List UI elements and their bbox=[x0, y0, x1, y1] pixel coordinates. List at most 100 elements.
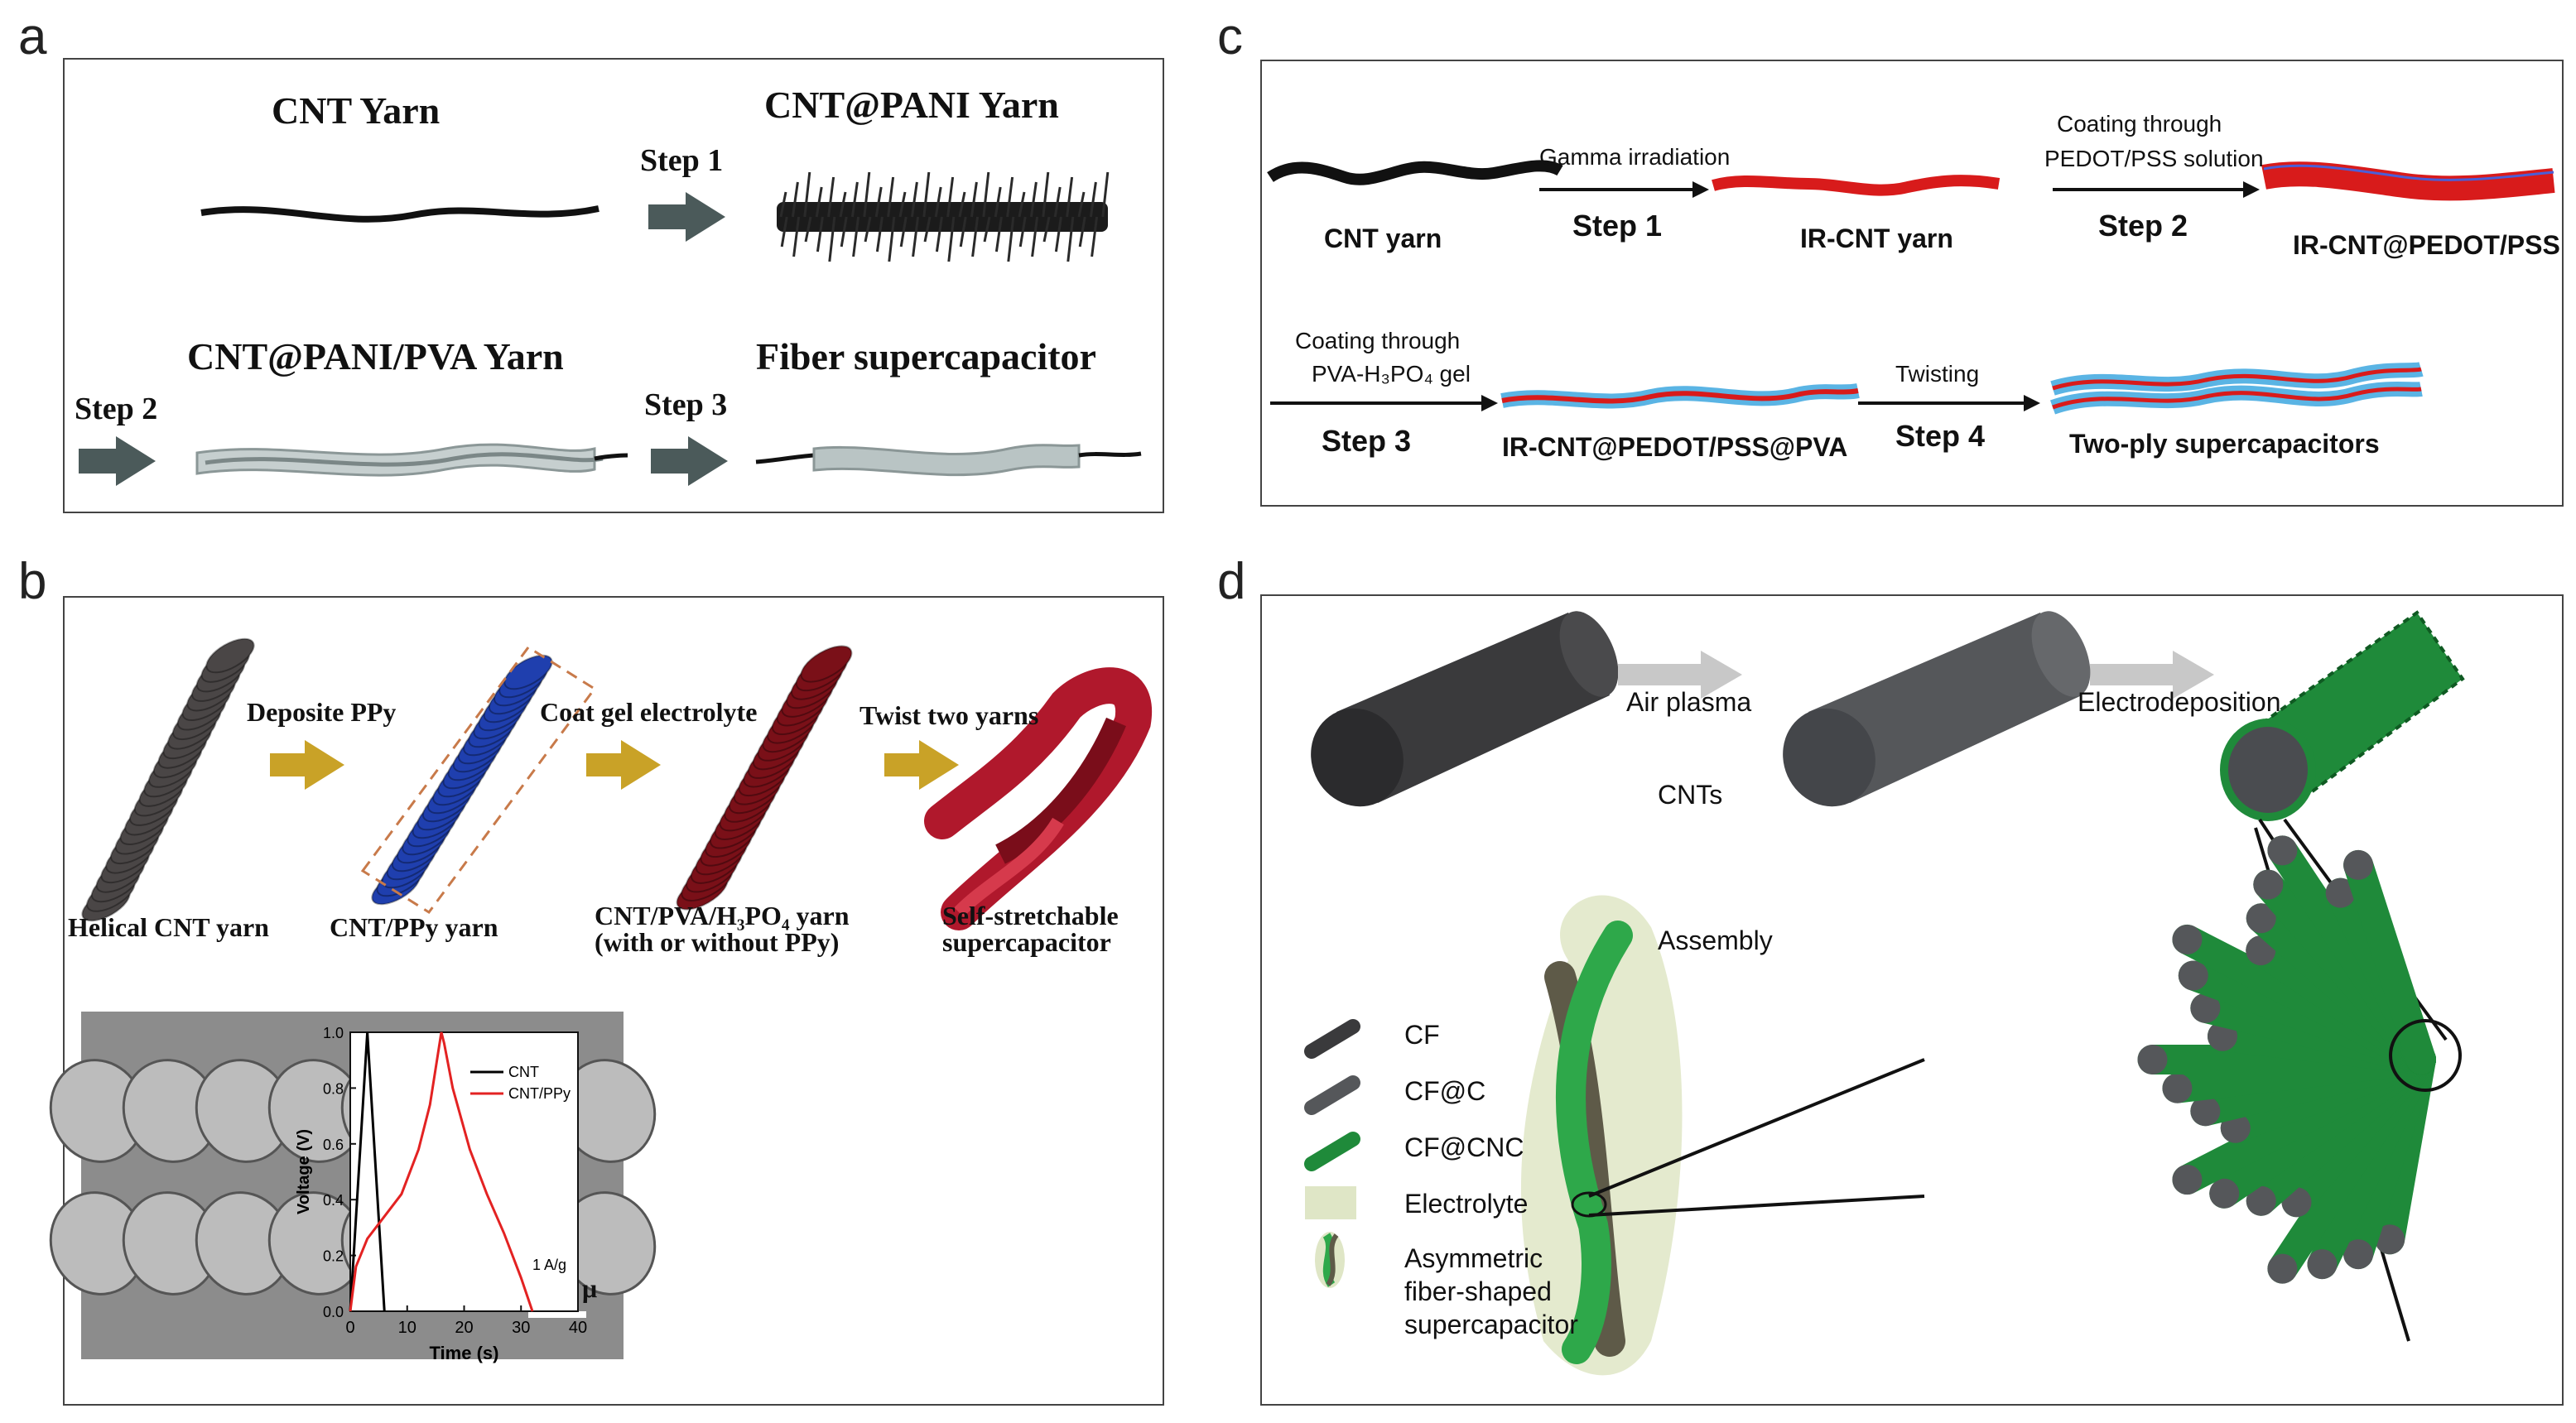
panel-d-letter: d bbox=[1217, 553, 1246, 610]
fiber-supercapacitor-graphic bbox=[755, 444, 1142, 477]
cf-cnc-icon bbox=[1304, 1132, 1360, 1171]
cf-cnc-rod-graphic bbox=[2220, 610, 2465, 821]
coating-pva-2: PVA-H₃PO₄ gel bbox=[1312, 361, 1471, 387]
step3-c-label: Step 3 bbox=[1322, 424, 1412, 458]
cnt-pani-yarn-graphic bbox=[777, 171, 1110, 262]
two-ply-label: Two-ply supercapacitors bbox=[2069, 429, 2380, 459]
x-axis-label: Time (s) bbox=[430, 1343, 499, 1363]
x-tick-label: 40 bbox=[569, 1319, 587, 1337]
deposite-ppy-label: Deposite PPy bbox=[247, 697, 397, 727]
x-tick-label: 20 bbox=[455, 1319, 473, 1337]
coating-pedot-1: Coating through bbox=[2057, 111, 2222, 137]
self-stretch-label-1: Self-stretchable bbox=[942, 901, 1119, 930]
panel-c-graphics bbox=[1267, 160, 2555, 415]
asym-label-2: fiber-shaped bbox=[1404, 1276, 1552, 1306]
ir-cnt-yarn-graphic bbox=[1712, 175, 2001, 196]
step2-label: Step 2 bbox=[75, 392, 158, 426]
ir-cnt-pedot-label: IR-CNT@PEDOT/PSS bbox=[2293, 230, 2560, 260]
cnt-ppy-yarn-graphic bbox=[371, 654, 553, 906]
y-tick-label: 0.2 bbox=[323, 1248, 344, 1265]
cnt-pani-yarn-label: CNT@PANI Yarn bbox=[764, 84, 1059, 126]
chart-frame bbox=[349, 1031, 579, 1312]
step1-c-label: Step 1 bbox=[1572, 209, 1663, 243]
fiber-supercapacitor-label: Fiber supercapacitor bbox=[756, 335, 1096, 377]
gamma-label: Gamma irradiation bbox=[1539, 144, 1731, 170]
cnt-pva-label-1: CNT/PVA/H₃PO₄ yarn bbox=[595, 901, 850, 930]
panel-a: CNT Yarn CNT@PANI Yarn Step 1 CNT@PANI/P… bbox=[63, 58, 1164, 513]
asymmetric-icon bbox=[1315, 1232, 1345, 1288]
asymmetric-device-graphic bbox=[1520, 895, 1683, 1376]
air-plasma-label: Air plasma bbox=[1626, 687, 1752, 717]
cnt-pva-yarn-graphic bbox=[676, 645, 853, 911]
cnt-yarn-c-label: CNT yarn bbox=[1324, 224, 1442, 253]
legend-label: CNT/PPy bbox=[508, 1085, 571, 1102]
self-stretchable-graphic bbox=[924, 667, 1153, 930]
electrolyte-icon bbox=[1305, 1186, 1356, 1219]
panel-b-letter: b bbox=[18, 553, 47, 610]
cnt-yarn-graphic bbox=[200, 205, 599, 223]
twisting-label: Twisting bbox=[1895, 361, 1980, 387]
ir-cnt-pedot-graphic bbox=[2261, 161, 2555, 201]
panel-c: Gamma irradiation Step 1 Coating through… bbox=[1260, 60, 2564, 507]
step3-label: Step 3 bbox=[644, 387, 728, 422]
assembly-label: Assembly bbox=[1658, 925, 1773, 955]
x-tick-label: 0 bbox=[345, 1319, 354, 1337]
scale-bar bbox=[528, 1311, 586, 1318]
cnt-pani-pva-yarn-label: CNT@PANI/PVA Yarn bbox=[187, 335, 564, 377]
twist-arrow bbox=[884, 740, 959, 790]
coat-gel-label: Coat gel electrolyte bbox=[540, 697, 758, 727]
step1-label: Step 1 bbox=[640, 143, 724, 178]
y-tick-label: 0.0 bbox=[323, 1304, 344, 1320]
cf-c-rod-graphic bbox=[1783, 611, 2091, 807]
deposit-arrow bbox=[270, 740, 344, 790]
device-line-2 bbox=[1588, 1195, 1925, 1217]
series-line-cnt-ppy bbox=[349, 1031, 534, 1312]
y-tick-label: 0.8 bbox=[323, 1080, 344, 1097]
cnt-pva-label-2: (with or without PPy) bbox=[595, 927, 840, 957]
self-stretch-label-2: supercapacitor bbox=[942, 927, 1111, 957]
panel-a-graphics bbox=[79, 171, 1142, 486]
cnts-label: CNTs bbox=[1658, 780, 1723, 810]
helical-cnt-label: Helical CNT yarn bbox=[68, 912, 269, 942]
panel-b: Deposite PPy Coat gel electrolyte Twist … bbox=[49, 596, 1164, 1406]
ir-cnt-yarn-label: IR-CNT yarn bbox=[1800, 224, 1953, 253]
fiber-bundle-graphic bbox=[2137, 835, 2436, 1284]
ir-cnt-pedot-pva-label: IR-CNT@PEDOT/PSS@PVA bbox=[1502, 432, 1848, 462]
panel-d-graphics bbox=[1304, 610, 2465, 1376]
panel-a-letter: a bbox=[18, 8, 47, 65]
legend-cf-cnc-label: CF@CNC bbox=[1404, 1132, 1524, 1162]
y-tick-label: 1.0 bbox=[323, 1025, 344, 1041]
zoom-circle bbox=[2389, 1019, 2462, 1092]
device-line-1 bbox=[1588, 1058, 1925, 1198]
cnt-yarn-c-graphic bbox=[1267, 160, 1563, 185]
coating-pedot-2: PEDOT/PSS solution bbox=[2044, 146, 2264, 171]
air-plasma-arrow bbox=[1618, 651, 1742, 699]
panel-d: Air plasma CNTs Electrodeposition Assemb… bbox=[1260, 594, 2564, 1406]
coating-pva-1: Coating through bbox=[1295, 328, 1461, 353]
x-tick-label: 10 bbox=[398, 1319, 416, 1337]
series-line-cnt bbox=[349, 1031, 386, 1312]
cnt-pani-pva-yarn-graphic bbox=[195, 443, 628, 477]
legend-cf-c-label: CF@C bbox=[1404, 1076, 1486, 1106]
legend-electrolyte-label: Electrolyte bbox=[1404, 1189, 1529, 1219]
asym-label-3: supercapacitor bbox=[1404, 1310, 1578, 1339]
twist-two-label: Twist two yarns bbox=[859, 700, 1039, 730]
step2-arrow bbox=[79, 436, 156, 486]
cf-rod-graphic bbox=[1311, 611, 1619, 807]
cnt-yarn-label: CNT Yarn bbox=[272, 89, 441, 132]
step3-arrow bbox=[651, 436, 728, 486]
cf-icon bbox=[1304, 1019, 1360, 1059]
y-tick-label: 0.6 bbox=[323, 1137, 344, 1153]
electrodeposition-label: Electrodeposition bbox=[2078, 687, 2281, 717]
x-tick-label: 30 bbox=[512, 1319, 530, 1337]
step2-c-label: Step 2 bbox=[2098, 209, 2188, 243]
asym-label-1: Asymmetric bbox=[1404, 1243, 1543, 1273]
cf-c-icon bbox=[1304, 1075, 1360, 1115]
y-tick-label: 0.4 bbox=[323, 1192, 344, 1209]
step4-c-label: Step 4 bbox=[1895, 419, 1986, 453]
coat-arrow bbox=[586, 740, 661, 790]
legend-cf-label: CF bbox=[1404, 1020, 1440, 1050]
two-ply-graphic bbox=[2050, 362, 2424, 415]
step1-arrow bbox=[648, 192, 725, 242]
